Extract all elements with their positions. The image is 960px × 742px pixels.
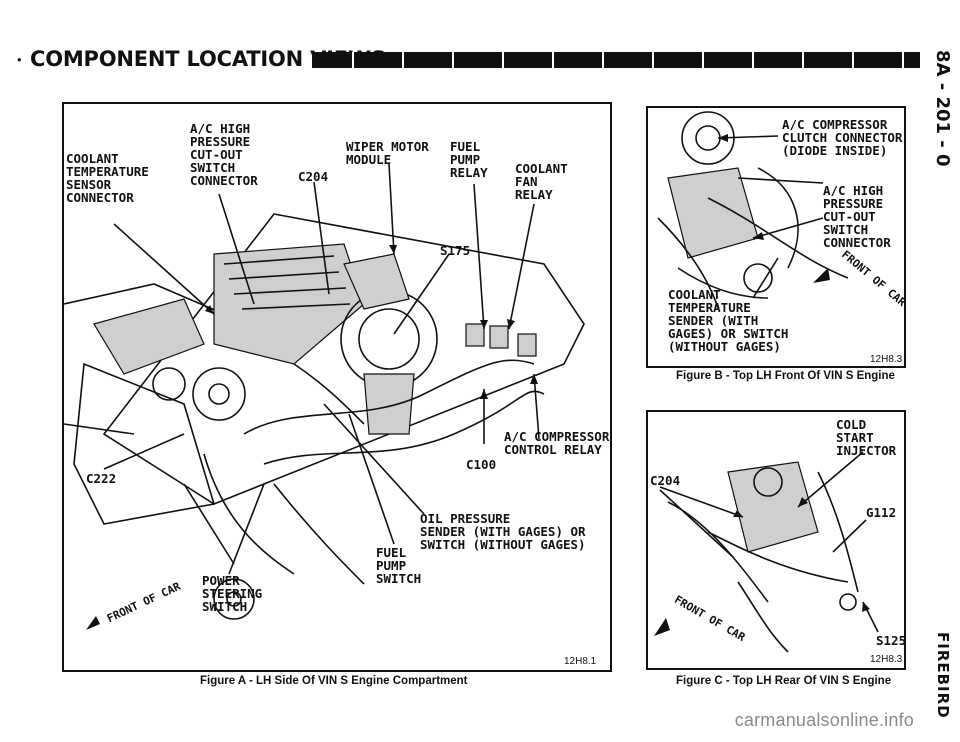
figure-c-caption: Figure C - Top LH Rear Of VIN S Engine <box>676 675 892 687</box>
label-wiper-motor-module: WIPER MOTOR MODULE <box>346 139 429 167</box>
label-c204: C204 <box>298 169 329 184</box>
page-number: 8A - 201 - 0 <box>932 50 953 167</box>
figure-c-engine-drawing <box>654 451 879 653</box>
label-coolant-temperature-sender: COOLANT TEMPERATURE SENDER (WITH GAGES) … <box>668 287 789 354</box>
label-fuel-pump-relay: FUEL PUMP RELAY <box>450 139 488 180</box>
label-ac-compressor-clutch-connector: A/C COMPRESSOR CLUTCH CONNECTOR (DIODE I… <box>782 117 903 158</box>
label-ac-high-pressure-switch-connector-b: A/C HIGH PRESSURE CUT-OUT SWITCH CONNECT… <box>823 183 891 250</box>
watermark: carmanualsonline.info <box>734 710 914 730</box>
label-power-steering-switch: POWER STEERING SWITCH <box>202 573 263 614</box>
figure-b-caption: Figure B - Top LH Front Of VIN S Engine <box>676 370 895 382</box>
label-ac-high-pressure-switch-connector: A/C HIGH PRESSURE CUT-OUT SWITCH CONNECT… <box>190 121 258 188</box>
label-coolant-temperature-sensor-connector: COOLANT TEMPERATURE SENSOR CONNECTOR <box>66 151 149 205</box>
figure-c-frame: COLD START INJECTOR C204 G112 S125 FRONT… <box>646 410 906 670</box>
figure-c-code: 12H8.3 <box>870 654 903 665</box>
label-ac-compressor-control-relay: A/C COMPRESSOR CONTROL RELAY <box>504 429 610 457</box>
header-bullet: • <box>17 52 22 67</box>
figure-a-frame: COOLANT TEMPERATURE SENSOR CONNECTOR A/C… <box>62 102 612 672</box>
label-fuel-pump-switch: FUEL PUMP SWITCH <box>376 545 422 586</box>
label-cold-start-injector: COLD START INJECTOR <box>836 417 897 458</box>
label-c222: C222 <box>86 471 117 486</box>
label-coolant-fan-relay: COOLANT FAN RELAY <box>515 161 568 202</box>
label-g112: G112 <box>866 505 897 520</box>
figure-b-engine-drawing <box>657 111 849 309</box>
label-s175: S175 <box>440 243 471 258</box>
figure-a-engine-drawing <box>64 163 585 620</box>
label-c100: C100 <box>466 457 497 472</box>
label-c204-c: C204 <box>650 473 681 488</box>
figure-b-code: 12H8.3 <box>870 354 903 365</box>
front-of-car-indicator: FRONT OF CAR <box>84 580 183 643</box>
label-oil-pressure-sender: OIL PRESSURE SENDER (WITH GAGES) OR SWIT… <box>420 511 586 552</box>
figure-a-caption: Figure A - LH Side Of VIN S Engine Compa… <box>200 675 468 687</box>
section-label: FIREBIRD <box>934 632 952 719</box>
front-arrow-icon <box>86 616 100 630</box>
header-rule <box>312 52 920 68</box>
figure-b-frame: A/C COMPRESSOR CLUTCH CONNECTOR (DIODE I… <box>646 106 908 368</box>
figure-a-code: 12H8.1 <box>564 656 597 667</box>
label-s125: S125 <box>876 633 907 648</box>
